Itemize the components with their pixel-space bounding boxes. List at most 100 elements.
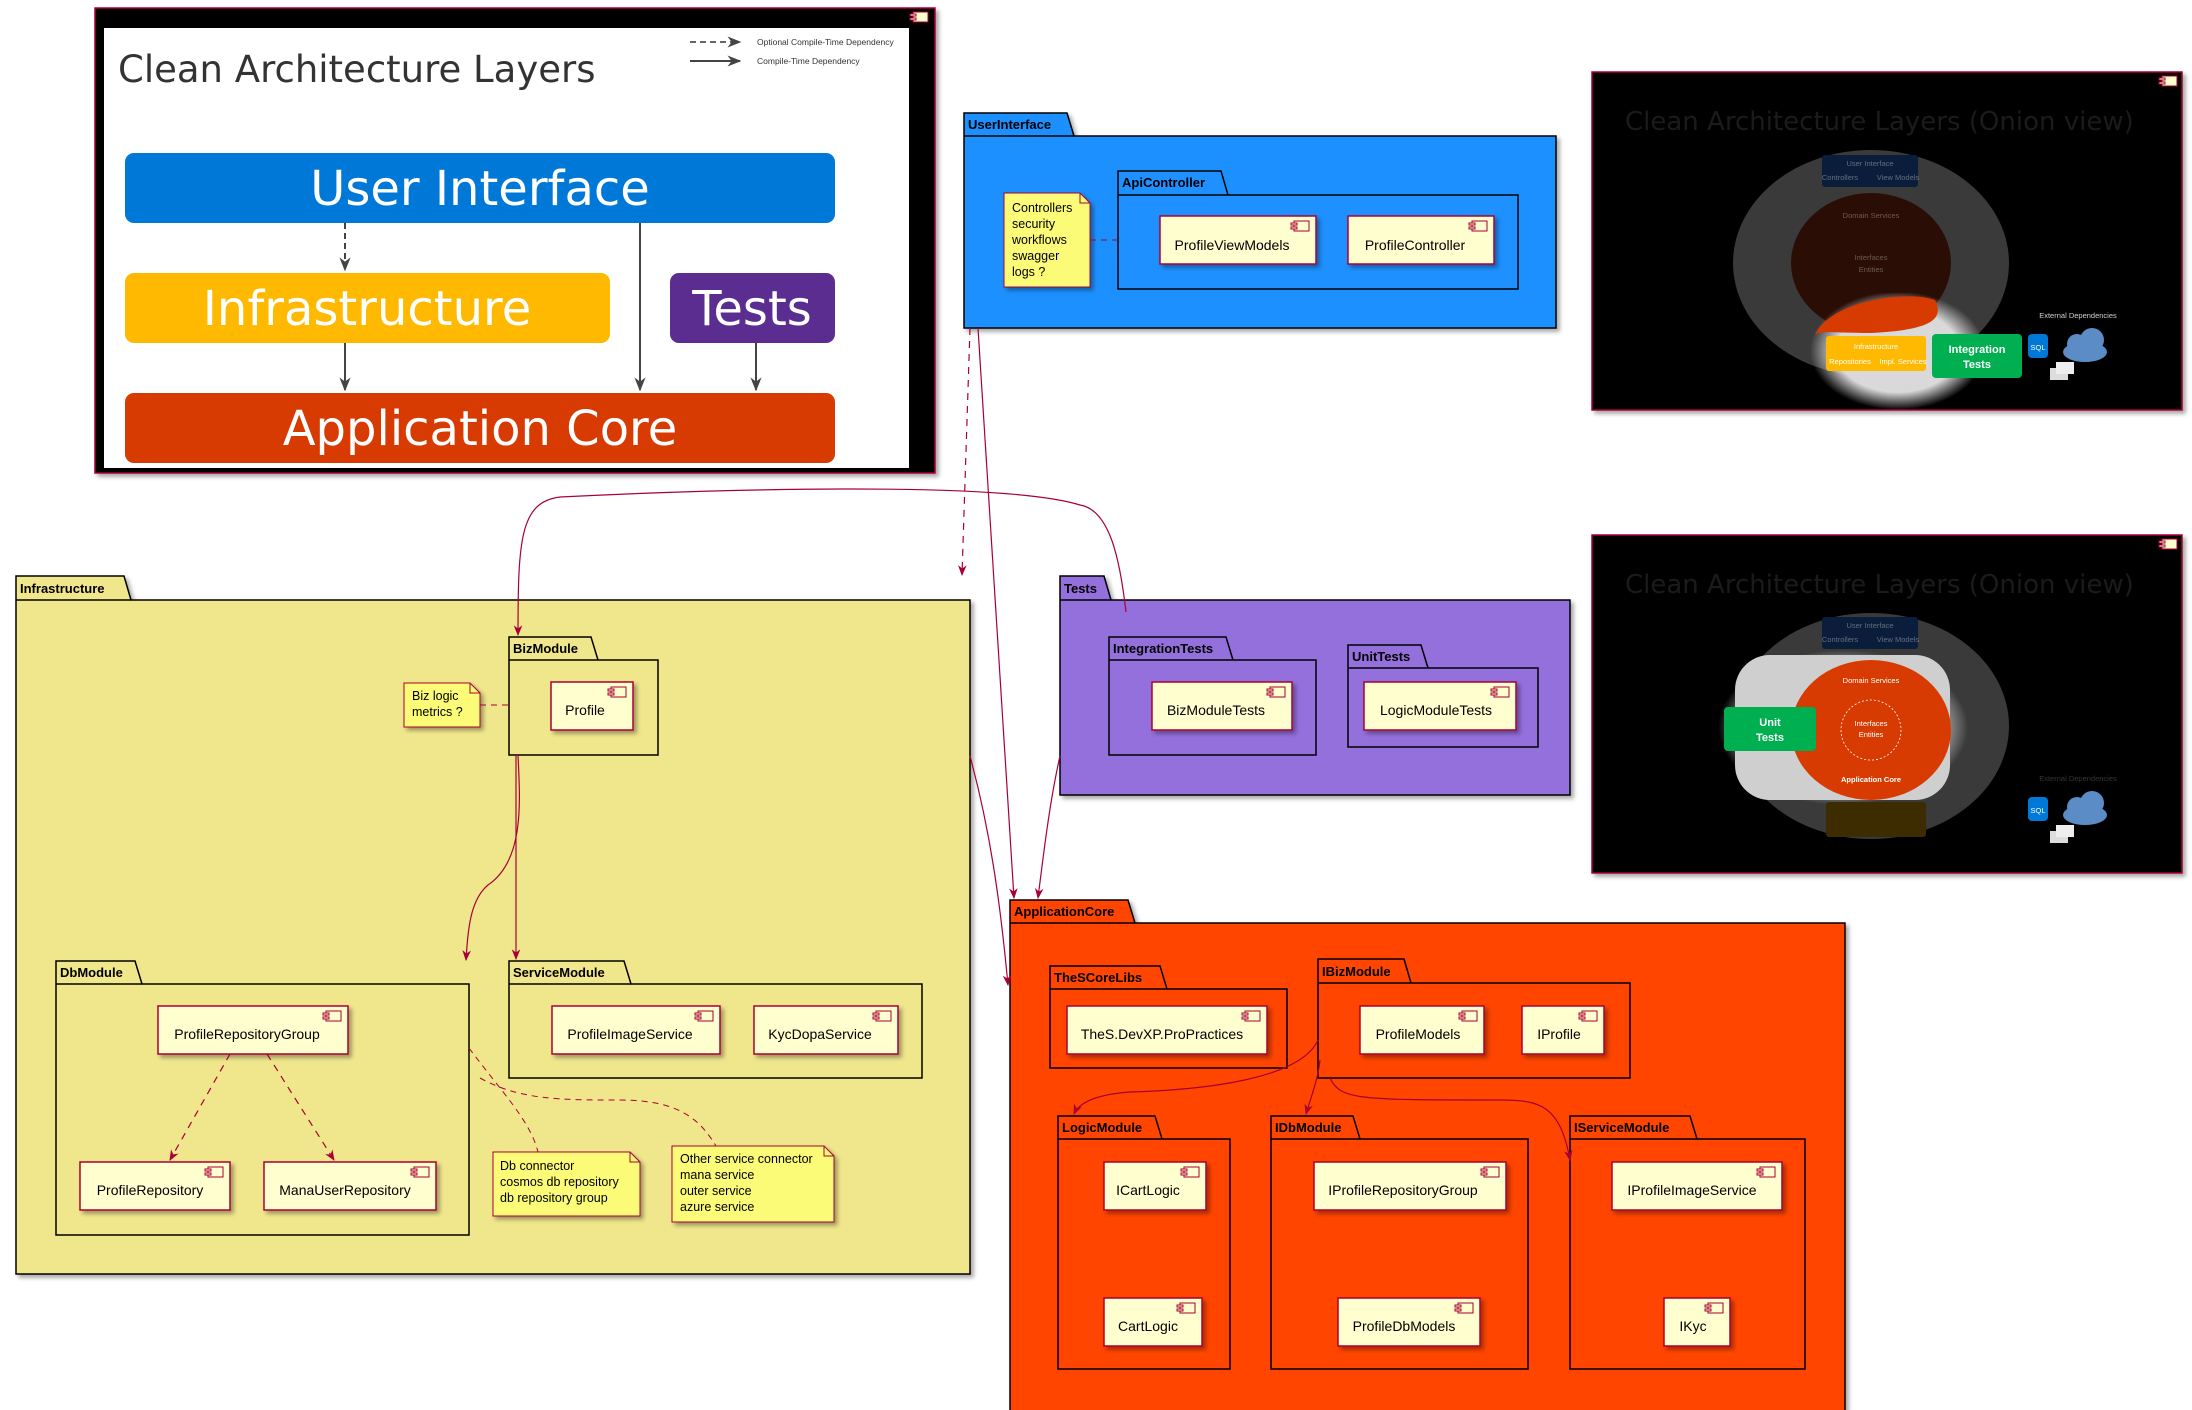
note-svc: Other service connector mana service out… bbox=[671, 1145, 835, 1223]
component-label: ProfileModels bbox=[1376, 1026, 1461, 1042]
component-label: IProfile bbox=[1537, 1026, 1581, 1042]
note-svc-line-3: outer service bbox=[680, 1184, 752, 1198]
component-icon bbox=[694, 1010, 714, 1022]
note-svc-line-1: Other service connector bbox=[680, 1152, 813, 1166]
cloud-icon bbox=[2063, 328, 2107, 362]
core-layer-block bbox=[125, 393, 835, 463]
component-icart-logic[interactable]: ICartLogic bbox=[1103, 1161, 1207, 1211]
onion-top-ui: User Interface bbox=[1846, 159, 1893, 168]
note-svc-line-2: mana service bbox=[680, 1168, 754, 1182]
component-icon bbox=[1480, 1166, 1500, 1178]
component-kyc-dopa-service[interactable]: KycDopaService bbox=[753, 1005, 899, 1055]
ui-layer-label: User Interface bbox=[310, 161, 650, 217]
onion-bottom-title: Clean Architecture Layers (Onion view) bbox=[1625, 570, 2134, 600]
component-logic-module-tests[interactable]: LogicModuleTests bbox=[1363, 681, 1517, 731]
sql-database-icon: SQL bbox=[2028, 334, 2048, 358]
onion-bottom-external: External Dependencies bbox=[2039, 774, 2117, 783]
package-application-core-label: ApplicationCore bbox=[1014, 904, 1114, 919]
component-mana-user-repository[interactable]: ManaUserRepository bbox=[263, 1161, 437, 1211]
onion-bottom-unit: Unit bbox=[1759, 717, 1781, 729]
sql-database-icon: SQL bbox=[2028, 797, 2048, 821]
component-icon bbox=[204, 1166, 224, 1178]
note-db: Db connector cosmos db repository db rep… bbox=[492, 1151, 641, 1217]
component-icon bbox=[1756, 1166, 1776, 1178]
onion-top-tests: Tests bbox=[1963, 359, 1991, 371]
component-icon bbox=[1266, 686, 1286, 698]
component-icon bbox=[1176, 1302, 1196, 1314]
component-cart-logic[interactable]: CartLogic bbox=[1103, 1297, 1203, 1347]
onion-top-title: Clean Architecture Layers (Onion view) bbox=[1625, 107, 2134, 137]
note-db-line-3: db repository group bbox=[500, 1191, 608, 1205]
onion-top-infra: Infrastructure bbox=[1854, 342, 1898, 351]
onion-bottom-sql: SQL bbox=[2030, 806, 2045, 815]
onion-top-ui-left: Controllers bbox=[1822, 173, 1859, 182]
mail-icon bbox=[2050, 825, 2074, 843]
legend-optional: Optional Compile-Time Dependency bbox=[757, 37, 894, 47]
onion-top-interfaces: Interfaces bbox=[1855, 253, 1888, 262]
component-iprofile[interactable]: IProfile bbox=[1521, 1005, 1605, 1055]
component-profile-repository-group[interactable]: ProfileRepositoryGroup bbox=[157, 1005, 349, 1055]
package-iservice-module-label: IServiceModule bbox=[1574, 1120, 1669, 1135]
component-icon bbox=[322, 1010, 342, 1022]
component-pro-practices[interactable]: TheS.DevXP.ProPractices bbox=[1066, 1005, 1268, 1055]
component-profile-db-models[interactable]: ProfileDbModels bbox=[1337, 1297, 1481, 1347]
component-profile-controller[interactable]: ProfileController bbox=[1347, 215, 1495, 265]
component-label: ICartLogic bbox=[1116, 1182, 1180, 1198]
component-label: ProfileImageService bbox=[567, 1026, 692, 1042]
component-biz-module-tests[interactable]: BizModuleTests bbox=[1151, 681, 1293, 731]
package-integration-tests-label: IntegrationTests bbox=[1113, 641, 1213, 656]
component-iprofile-image-service[interactable]: IProfileImageService bbox=[1611, 1161, 1783, 1211]
onion-bottom-tests: Tests bbox=[1756, 732, 1784, 744]
component-icon bbox=[1468, 220, 1488, 232]
component-label: ProfileViewModels bbox=[1175, 237, 1290, 253]
package-ibiz-module-label: IBizModule bbox=[1322, 964, 1391, 979]
note-ui-line-5: logs ? bbox=[1012, 265, 1045, 279]
onion-bottom-ui: User Interface bbox=[1846, 621, 1893, 630]
layers-image: Clean Architecture Layers Optional Compi… bbox=[94, 7, 936, 474]
component-ikyc[interactable]: IKyc bbox=[1663, 1297, 1731, 1347]
note-ui: Controllers security workflows swagger l… bbox=[1003, 192, 1091, 288]
image-component-icon bbox=[909, 11, 929, 23]
component-icon bbox=[410, 1166, 430, 1178]
component-profile-image-service[interactable]: ProfileImageService bbox=[551, 1005, 721, 1055]
infra-layer-block bbox=[125, 273, 610, 343]
layers-title: Clean Architecture Layers bbox=[118, 48, 595, 91]
component-icon bbox=[1458, 1010, 1478, 1022]
onion-top-infra-left: Repositories bbox=[1829, 357, 1871, 366]
component-label: ProfileController bbox=[1365, 237, 1466, 253]
package-biz-module-label: BizModule bbox=[513, 641, 578, 656]
component-profile-models[interactable]: ProfileModels bbox=[1359, 1005, 1485, 1055]
legend: Optional Compile-Time Dependency Compile… bbox=[690, 36, 894, 67]
component-icon bbox=[1241, 1010, 1261, 1022]
onion-top-sql: SQL bbox=[2030, 343, 2045, 352]
onion-bottom-ui-left: Controllers bbox=[1822, 635, 1859, 644]
onion-top-ui-right: View Models bbox=[1877, 173, 1920, 182]
onion-image-top: Clean Architecture Layers (Onion view) U… bbox=[1591, 71, 2183, 411]
component-label: IProfileImageService bbox=[1627, 1182, 1756, 1198]
package-logic-module-label: LogicModule bbox=[1062, 1120, 1142, 1135]
core-layer-label: Application Core bbox=[283, 401, 678, 457]
onion-top-integration: Integration bbox=[1949, 344, 2006, 356]
note-biz: Biz logic metrics ? bbox=[403, 682, 481, 728]
component-label: ProfileRepository bbox=[97, 1182, 204, 1198]
component-label: ProfileRepositoryGroup bbox=[174, 1026, 320, 1042]
component-label: BizModuleTests bbox=[1167, 702, 1265, 718]
component-label: TheS.DevXP.ProPractices bbox=[1081, 1026, 1243, 1042]
dependency-arrows bbox=[169, 327, 1573, 1162]
component-icon bbox=[1490, 686, 1510, 698]
note-biz-line-2: metrics ? bbox=[412, 705, 463, 719]
component-icon bbox=[1578, 1010, 1598, 1022]
component-profile-repository[interactable]: ProfileRepository bbox=[79, 1161, 231, 1211]
onion-bottom-entities: Entities bbox=[1859, 730, 1884, 739]
note-db-line-2: cosmos db repository bbox=[500, 1175, 620, 1189]
component-label: Profile bbox=[565, 702, 605, 718]
package-user-interface-label: UserInterface bbox=[968, 117, 1051, 132]
note-ui-line-3: workflows bbox=[1011, 233, 1067, 247]
component-profile[interactable]: Profile bbox=[550, 681, 634, 731]
component-iprofile-repository-group[interactable]: IProfileRepositoryGroup bbox=[1313, 1161, 1507, 1211]
note-svc-line-4: azure service bbox=[680, 1200, 754, 1214]
component-profile-view-models[interactable]: ProfileViewModels bbox=[1159, 215, 1317, 265]
note-db-line-1: Db connector bbox=[500, 1159, 574, 1173]
onion-top-infra-right: Impl. Services bbox=[1879, 357, 1926, 366]
onion-bottom-interfaces: Interfaces bbox=[1855, 719, 1888, 728]
